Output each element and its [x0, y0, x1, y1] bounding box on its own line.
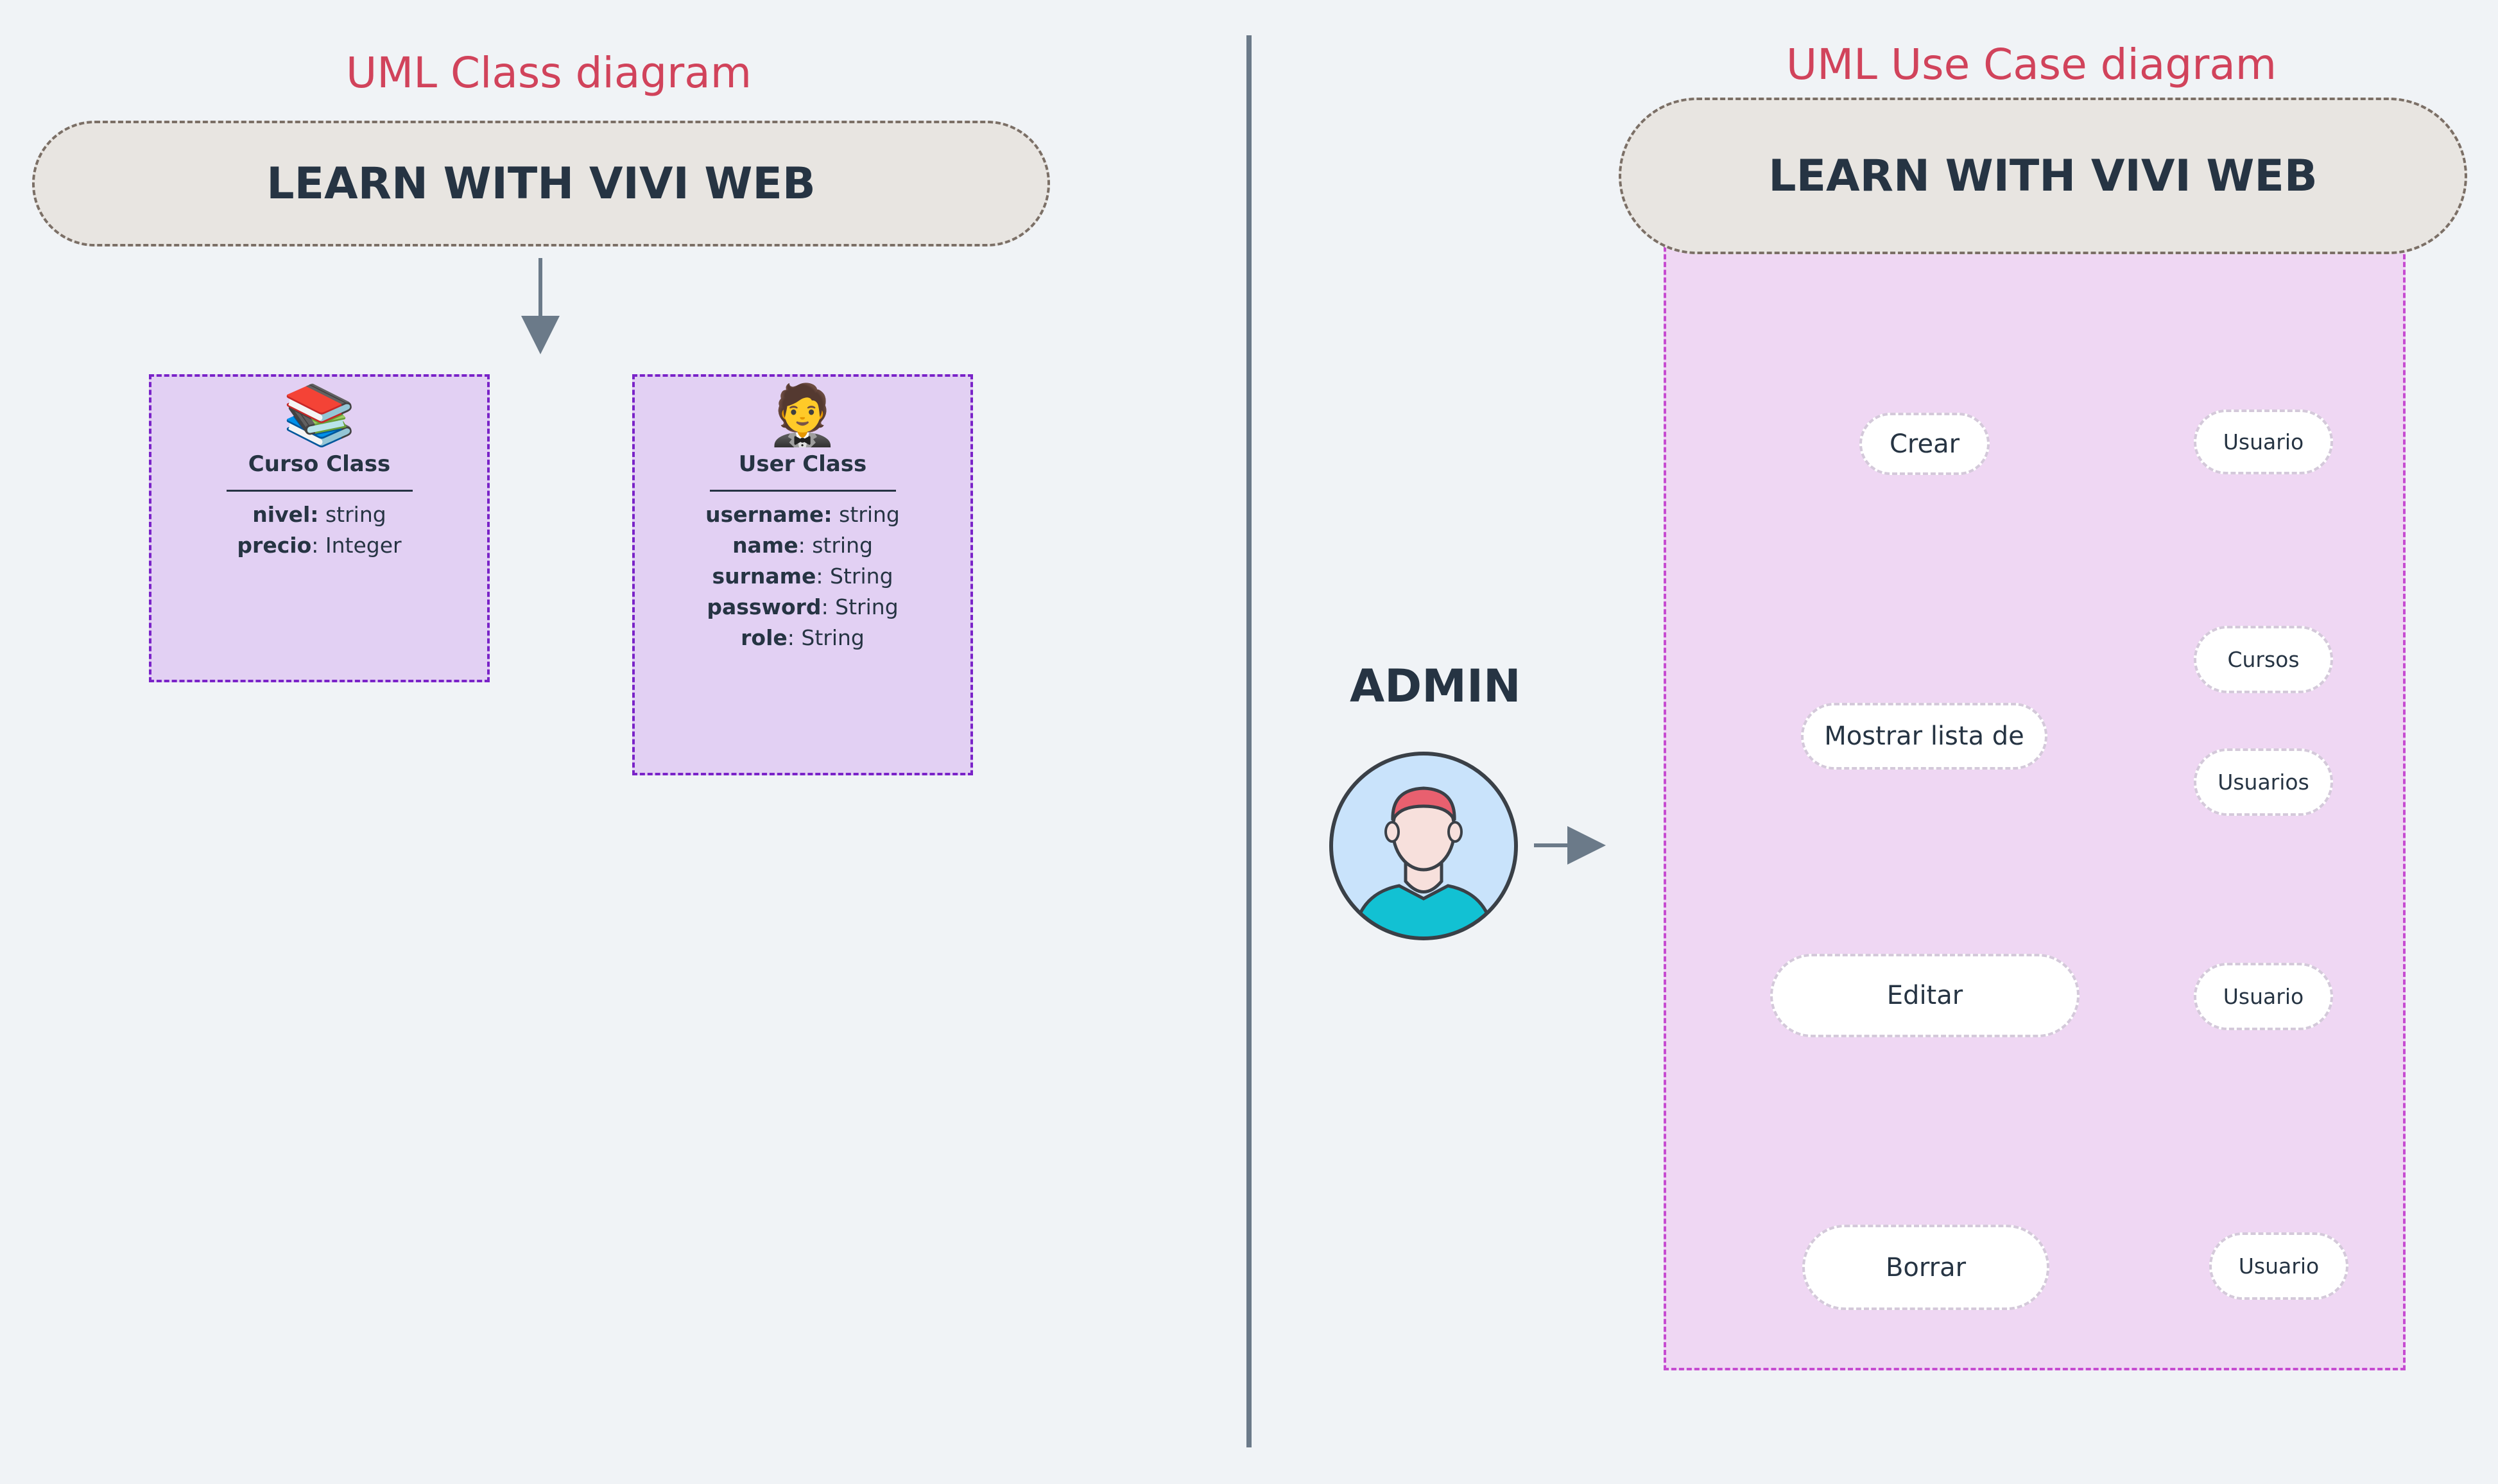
class-separator — [226, 490, 413, 492]
curso-class-box: 📚 Curso Class nivel: string precio: Inte… — [149, 374, 490, 682]
usecase-mostrar-lista: Mostrar lista de — [1801, 703, 2047, 770]
usecase-borrar: Borrar — [1802, 1225, 2049, 1310]
usecase-editar: Editar — [1770, 954, 2080, 1037]
user-class-box: 🤵 User Class username: string name: stri… — [632, 374, 973, 775]
class-separator — [709, 490, 896, 492]
class-attribute: precio: Integer — [237, 533, 402, 558]
admin-avatar — [1329, 752, 1518, 940]
usecase-target-cursos: Cursos — [2194, 626, 2333, 693]
usecase-target-usuario: Usuario — [2209, 1232, 2348, 1300]
usecase-target-usuario: Usuario — [2194, 963, 2333, 1030]
usecase-target-usuario: Usuario — [2194, 410, 2333, 474]
class-diagram-title: UML Class diagram — [345, 48, 752, 98]
actor-label: ADMIN — [1350, 660, 1521, 712]
class-attribute: surname: String — [712, 564, 893, 589]
class-name: User Class — [738, 451, 867, 477]
class-attribute: username: string — [705, 502, 900, 527]
books-icon: 📚 — [282, 381, 356, 449]
person-in-tuxedo-icon: 🤵 — [766, 381, 840, 449]
class-attribute: name: string — [732, 533, 873, 558]
class-name: Curso Class — [248, 451, 391, 477]
usecase-crear: Crear — [1859, 413, 1990, 475]
class-attribute: role: String — [741, 625, 865, 650]
class-attribute: nivel: string — [252, 502, 386, 527]
usecase-target-usuarios: Usuarios — [2194, 748, 2333, 816]
class-attribute: password: String — [707, 594, 899, 619]
usecase-diagram-header: LEARN WITH VIVI WEB — [1619, 98, 2467, 254]
class-diagram-header: LEARN WITH VIVI WEB — [32, 121, 1050, 246]
usecase-diagram-title: UML Use Case diagram — [1786, 40, 2277, 89]
